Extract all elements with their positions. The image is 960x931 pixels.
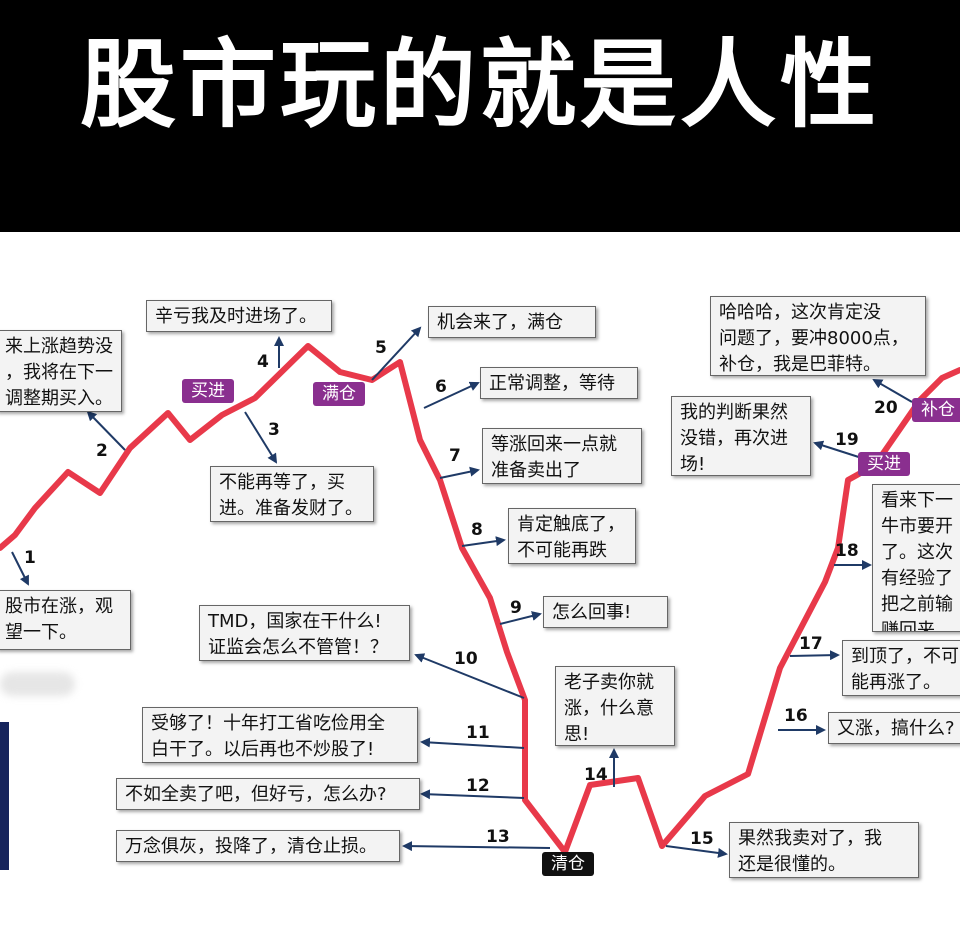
arrow-step-20 <box>872 378 913 403</box>
arrow-step-12 <box>420 789 525 800</box>
step-6-bubble: 正常调整，等待 <box>480 367 638 399</box>
add-position-tag: 补仓 <box>912 398 960 422</box>
arrow-step-2 <box>86 410 126 451</box>
step-8-bubble: 肯定触底了， 不可能再跌 <box>508 508 636 564</box>
step-9-bubble: 怎么回事! <box>543 596 668 628</box>
step-4-bubble: 辛亏我及时进场了。 <box>146 300 332 332</box>
step-5-bubble: 机会来了，满仓 <box>428 306 596 338</box>
step-number-8: 8 <box>471 520 483 540</box>
buy-tag-first: 买进 <box>182 379 234 403</box>
step-10-bubble: TMD，国家在干什么! 证监会怎么不管管！？ <box>199 605 410 661</box>
step-number-20: 20 <box>874 398 898 418</box>
step-number-6: 6 <box>435 377 447 397</box>
step-3-bubble: 不能再等了，买 进。准备发财了。 <box>210 466 374 522</box>
step-number-10: 10 <box>454 649 478 669</box>
arrow-step-1 <box>11 551 29 586</box>
step-17-bubble: 到顶了，不可 能再涨了。 <box>842 640 960 696</box>
step-15-bubble: 果然我卖对了，我 还是很懂的。 <box>729 822 919 878</box>
arrow-step-3 <box>244 411 278 464</box>
arrow-step-11 <box>420 737 525 749</box>
step-2-bubble: 来上涨趋势没 ，我将在下一 调整期买入。 <box>0 330 122 412</box>
arrow-step-10 <box>414 653 525 699</box>
step-19-bubble: 我的判断果然 没错，再次进 场! <box>671 396 811 476</box>
step-number-13: 13 <box>486 827 510 847</box>
step-18-bubble: 看来下一 牛市要开 了。这次 有经验了 把之前输 赚回来。 <box>872 484 960 632</box>
step-number-16: 16 <box>784 706 808 726</box>
step-number-19: 19 <box>835 430 859 450</box>
title-banner: 股市玩的就是人性 <box>0 0 960 232</box>
step-number-7: 7 <box>449 446 461 466</box>
blurred-smudge <box>0 672 75 696</box>
step-number-14: 14 <box>584 765 608 785</box>
navy-edge-stripe <box>0 722 9 870</box>
arrow-step-17 <box>789 650 840 661</box>
step-number-15: 15 <box>690 829 714 849</box>
step-number-12: 12 <box>466 776 490 796</box>
step-number-2: 2 <box>96 441 108 461</box>
full-position-tag: 满仓 <box>313 382 365 406</box>
step-number-4: 4 <box>257 352 269 372</box>
arrow-step-15 <box>665 845 728 858</box>
step-13-bubble: 万念俱灰，投降了，清仓止损。 <box>116 830 400 862</box>
step-number-11: 11 <box>466 723 490 743</box>
arrow-step-6 <box>423 381 480 409</box>
arrow-step-9 <box>499 611 542 625</box>
page-title: 股市玩的就是人性 <box>80 29 880 141</box>
step-12-bubble: 不如全卖了吧，但好亏，怎么办? <box>116 778 420 810</box>
step-number-17: 17 <box>799 634 823 654</box>
step-16-bubble: 又涨，搞什么? <box>828 712 960 744</box>
arrow-step-5 <box>371 326 422 381</box>
step-number-5: 5 <box>375 338 387 358</box>
step-20-bubble: 哈哈哈，这次肯定没 问题了，要冲8000点， 补仓，我是巴菲特。 <box>710 296 926 376</box>
arrow-step-7 <box>439 466 480 479</box>
step-1-bubble: 股市在涨，观 望一下。 <box>0 590 131 650</box>
step-11-bubble: 受够了！十年打工省吃俭用全 白干了。以后再也不炒股了! <box>142 707 418 763</box>
step-14-bubble: 老子卖你就 涨，什么意 思! <box>555 666 675 746</box>
clear-position-tag: 清仓 <box>542 852 594 876</box>
arrow-step-8 <box>461 536 506 547</box>
arrow-step-13 <box>402 841 551 852</box>
market-price-line <box>0 343 960 855</box>
step-7-bubble: 等涨回来一点就 准备卖出了 <box>482 428 642 484</box>
step-number-3: 3 <box>268 420 280 440</box>
buy-tag-second: 买进 <box>858 452 910 476</box>
step-number-9: 9 <box>510 598 522 618</box>
step-number-18: 18 <box>835 541 859 561</box>
step-number-1: 1 <box>24 548 36 568</box>
